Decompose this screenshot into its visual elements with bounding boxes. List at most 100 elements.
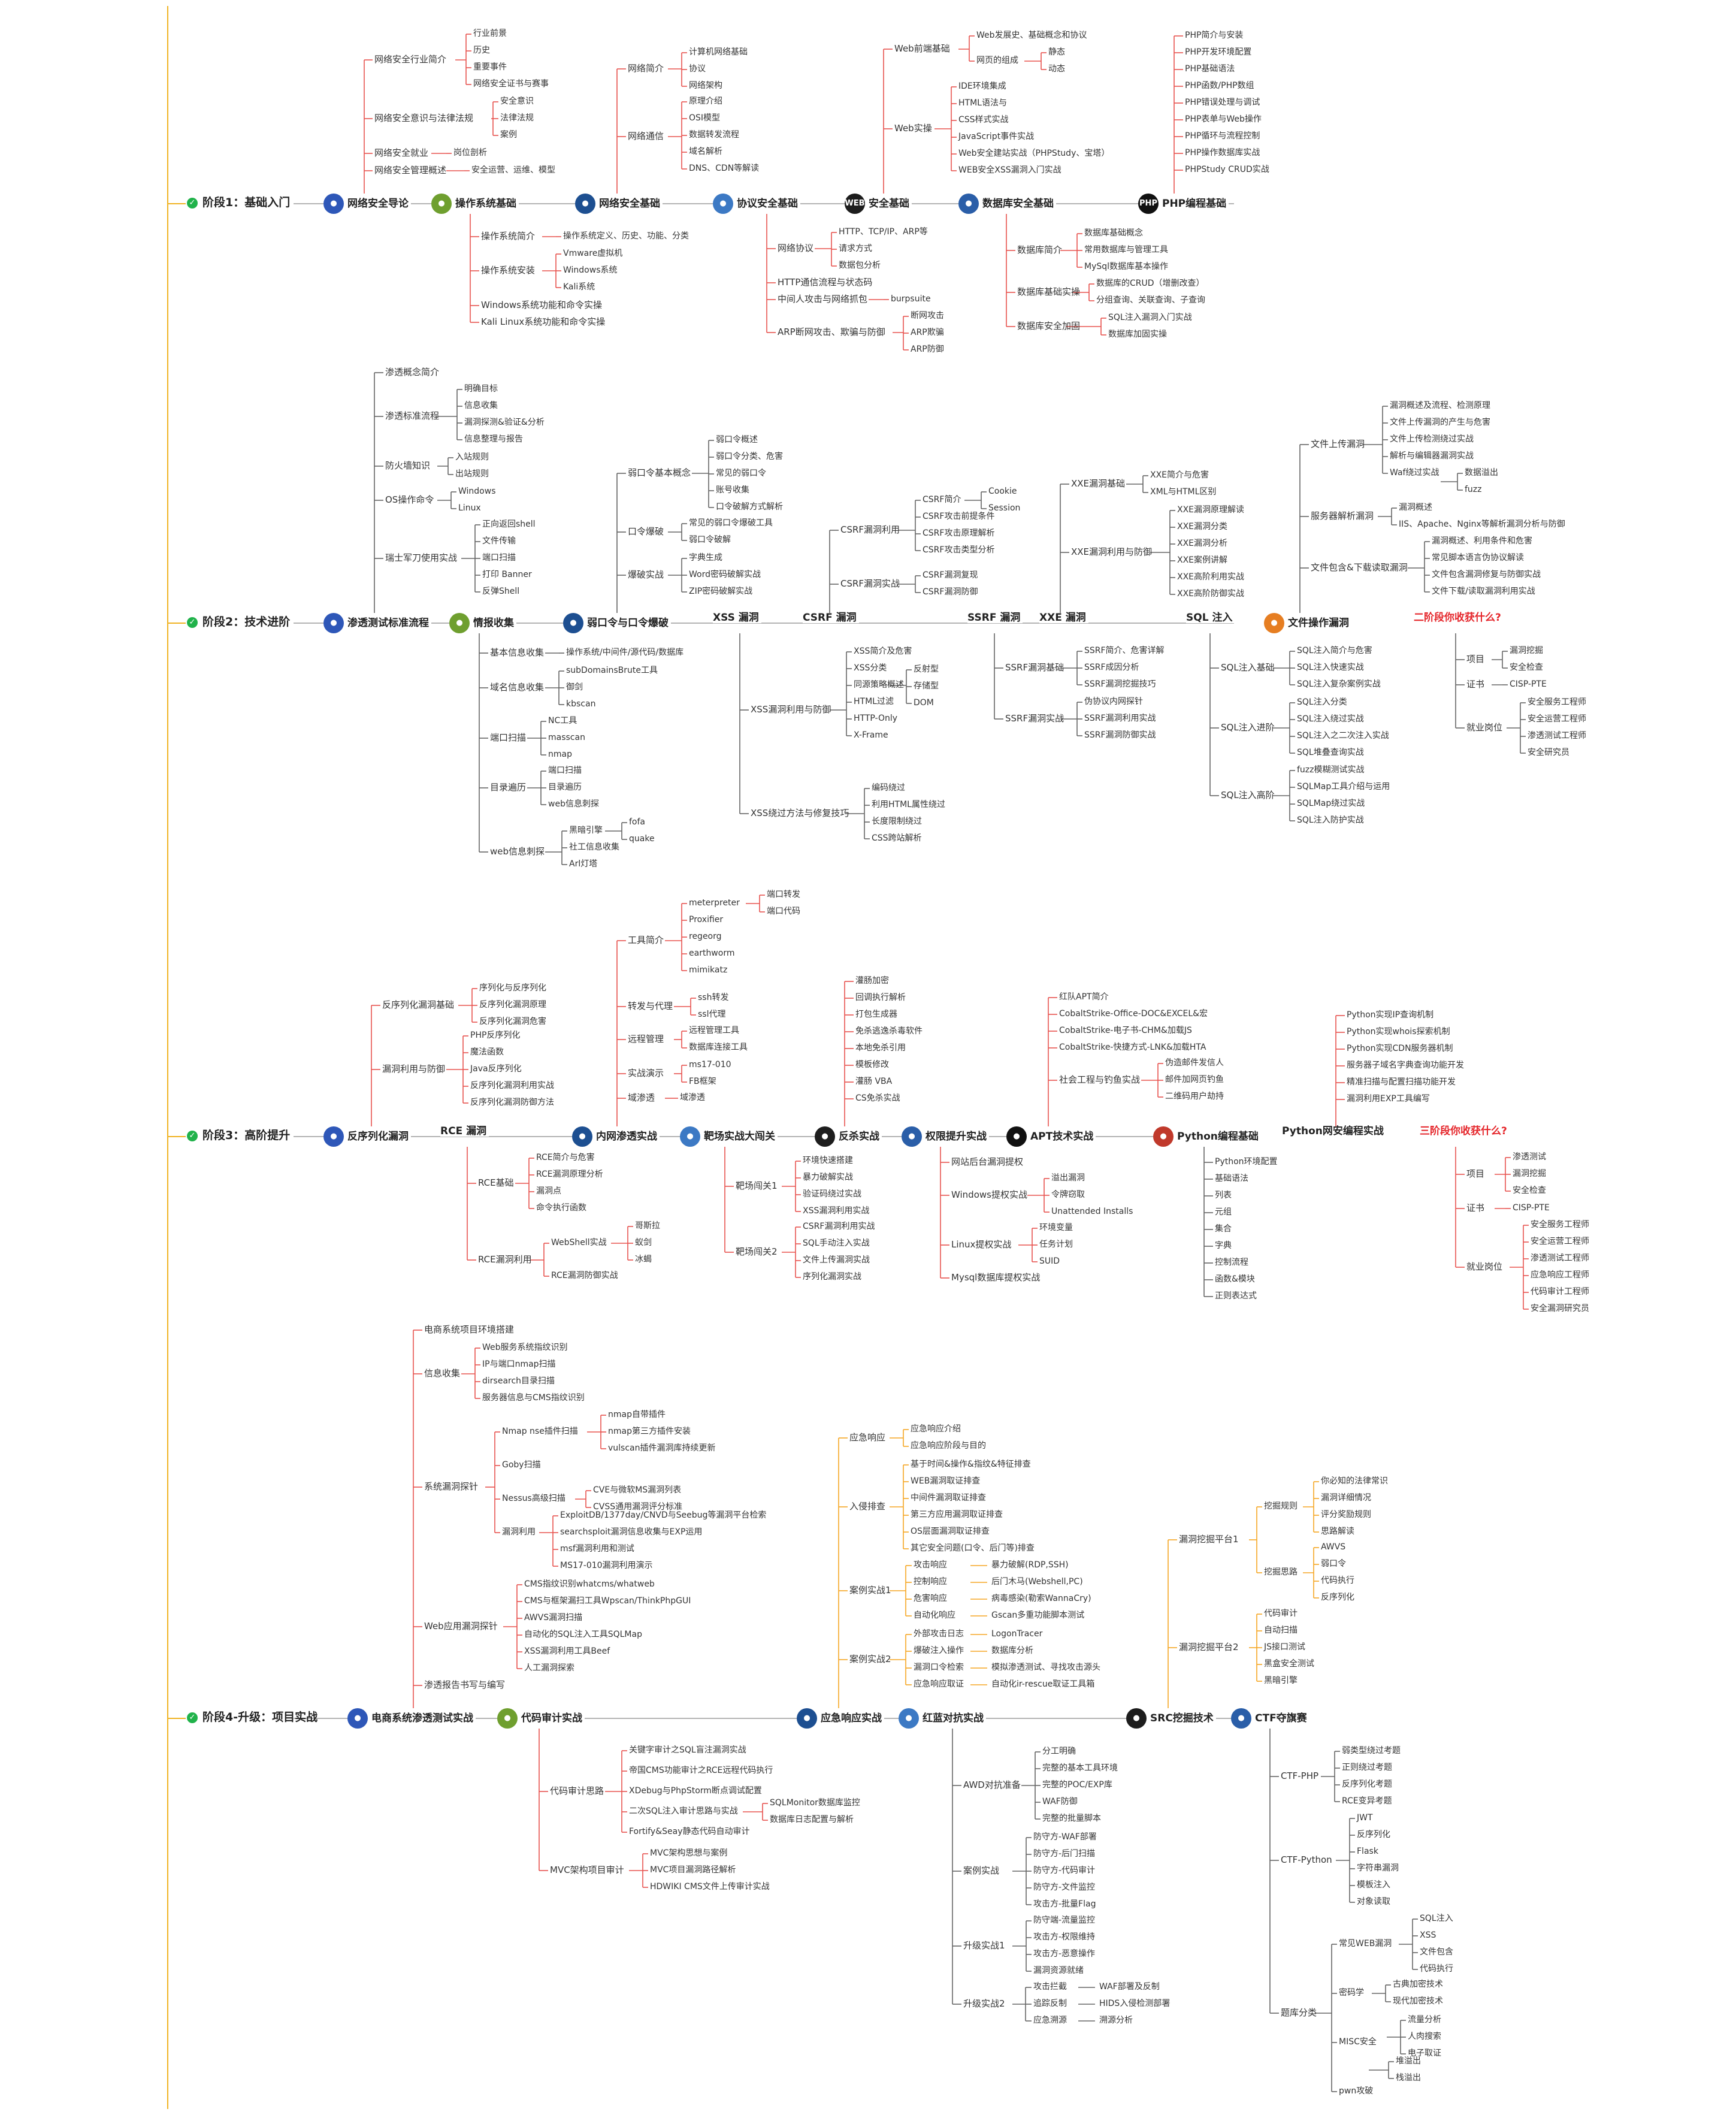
mind-map-node[interactable]: PHP函数/PHP数组 <box>1185 81 1254 90</box>
mind-map-node[interactable]: Word密码破解实战 <box>689 570 761 579</box>
mind-map-node[interactable]: 精准扫描与配置扫描功能开发 <box>1347 1077 1456 1087</box>
topic-ctf[interactable]: ●CTF夺旗赛 <box>1231 1708 1309 1729</box>
mind-map-node[interactable]: 黑暗引擎 <box>569 826 603 835</box>
topic-incident[interactable]: ●应急响应实战 <box>797 1708 884 1729</box>
mind-map-node[interactable]: 基于时间&操作&指纹&特征排查 <box>911 1460 1031 1469</box>
mind-map-node[interactable]: 正则表达式 <box>1215 1291 1257 1301</box>
mind-map-node[interactable]: 防守方-后门扫描 <box>1033 1849 1096 1859</box>
mind-map-node[interactable]: SQL注入简介与危害 <box>1297 646 1372 655</box>
mind-map-node[interactable]: 评分奖励规则 <box>1321 1510 1371 1519</box>
mind-map-node[interactable]: 模板修改 <box>855 1060 889 1069</box>
mind-map-node[interactable]: 数据库简介 <box>1017 244 1063 255</box>
mind-map-node[interactable]: XXE简介与危害 <box>1150 470 1209 480</box>
topic-apt[interactable]: ●APT技术实战 <box>1006 1126 1096 1147</box>
mind-map-node[interactable]: 代码执行 <box>1420 1964 1453 1974</box>
mind-map-node[interactable]: 利用HTML属性绕过 <box>872 800 945 809</box>
mind-map-node[interactable]: 防守方-代码审计 <box>1033 1866 1096 1875</box>
mind-map-node[interactable]: 网站后台漏洞提权 <box>951 1156 1024 1167</box>
mind-map-node[interactable]: 控制流程 <box>1215 1258 1248 1267</box>
mind-map-node[interactable]: 文件传输 <box>482 536 516 546</box>
mind-map-node[interactable]: 远程管理 <box>628 1034 664 1044</box>
mind-map-node[interactable]: PHPStudy CRUD实战 <box>1185 165 1269 174</box>
mind-map-node[interactable]: Fortify&Seay静态代码自动审计 <box>629 1827 750 1836</box>
mind-map-node[interactable]: SQLMonitor数据库监控 <box>770 1798 860 1808</box>
mind-map-node[interactable]: 漏洞挖掘平台2 <box>1179 1642 1239 1652</box>
mind-map-node[interactable]: XXE漏洞利用与防御 <box>1071 546 1153 557</box>
mind-map-node[interactable]: 数据库基础概念 <box>1084 228 1143 238</box>
mind-map-node[interactable]: 你必知的法律常识 <box>1321 1476 1388 1486</box>
mind-map-node[interactable]: X-Frame <box>854 730 888 740</box>
mind-map-node[interactable]: 弱口令概述 <box>716 435 758 445</box>
mind-map-node[interactable]: OSI模型 <box>689 113 721 123</box>
mind-map-node[interactable]: Nessus高级扫描 <box>502 1494 565 1503</box>
mind-map-node[interactable]: 题库分类 <box>1281 2007 1317 2018</box>
mind-map-node[interactable]: MISC安全 <box>1339 2037 1377 2047</box>
mind-map-node[interactable]: RCE漏洞原理分析 <box>536 1170 603 1179</box>
mind-map-node[interactable]: HTML过滤 <box>854 697 894 706</box>
mind-map-node[interactable]: 任务计划 <box>1039 1240 1073 1249</box>
mind-map-node[interactable]: 病毒感染(勒索WannaCry) <box>991 1594 1091 1603</box>
mind-map-node[interactable]: SSRF漏洞防御实战 <box>1084 730 1156 740</box>
mind-map-node[interactable]: 端口扫描 <box>482 553 516 563</box>
mind-map-node[interactable]: 列表 <box>1215 1191 1232 1200</box>
mind-map-node[interactable]: DOM <box>914 698 934 708</box>
mind-map-node[interactable]: 对象读取 <box>1357 1897 1390 1907</box>
mind-map-node[interactable]: 蚁剑 <box>635 1238 652 1247</box>
mind-map-node[interactable]: 电子取证 <box>1408 2049 1441 2058</box>
mind-map-node[interactable]: SQL注入 <box>1420 1914 1453 1923</box>
mind-map-node[interactable]: SUID <box>1039 1256 1060 1266</box>
mind-map-node[interactable]: 反序列化考题 <box>1342 1779 1392 1789</box>
mind-map-node[interactable]: Web发展史、基础概念和协议 <box>976 31 1087 40</box>
mind-map-node[interactable]: ARP断网攻击、欺骗与防御 <box>778 327 885 337</box>
mind-map-node[interactable]: XSS漏洞利用实战 <box>803 1206 870 1216</box>
mind-map-node[interactable]: HDWIKI CMS文件上传审计实战 <box>650 1882 770 1892</box>
mind-map-node[interactable]: kbscan <box>566 699 596 709</box>
mind-map-node[interactable]: DNS、CDN等解读 <box>689 164 760 173</box>
mind-map-node[interactable]: XXE漏洞分析 <box>1177 539 1228 548</box>
mind-map-node[interactable]: Web安全建站实战（PHPStudy、宝塔） <box>958 149 1110 158</box>
mind-map-node[interactable]: 中间人攻击与网络抓包 <box>778 294 868 304</box>
topic-intranet[interactable]: ●内网渗透实战 <box>572 1126 660 1147</box>
mind-map-node[interactable]: XSS漏洞利用与防御 <box>751 704 831 715</box>
mind-map-node[interactable]: JavaScript事件实战 <box>958 132 1035 141</box>
mind-map-node[interactable]: SQL注入基础 <box>1221 662 1275 673</box>
mind-map-node[interactable]: 口令破解方式解析 <box>716 502 783 512</box>
mind-map-node[interactable]: 反序列化漏洞危害 <box>479 1017 546 1026</box>
mind-map-node[interactable]: 验证码绕过实战 <box>803 1189 861 1199</box>
mind-map-node[interactable]: 应急响应 <box>849 1432 886 1443</box>
mind-map-node[interactable]: 计算机网络基础 <box>689 47 748 57</box>
mind-map-node[interactable]: AWD对抗准备 <box>963 1779 1021 1790</box>
mind-map-node[interactable]: 漏洞详细情况 <box>1321 1493 1371 1503</box>
mind-map-node[interactable]: WAF防御 <box>1042 1797 1078 1806</box>
mind-map-node[interactable]: 靶场闯关1 <box>736 1180 778 1191</box>
topic-pybase[interactable]: ●Python编程基础 <box>1153 1126 1261 1147</box>
mind-map-node[interactable]: 安全漏洞研究员 <box>1531 1304 1589 1313</box>
mind-map-node[interactable]: 追踪反制 <box>1033 1999 1067 2008</box>
mind-map-node[interactable]: 常见的弱口令爆破工具 <box>689 518 773 528</box>
mind-map-node[interactable]: 域渗透 <box>680 1093 705 1102</box>
mind-map-node[interactable]: WebShell实战 <box>551 1238 607 1247</box>
mind-map-node[interactable]: 御剑 <box>566 682 583 692</box>
mind-map-node[interactable]: 行业前景 <box>473 29 507 38</box>
mind-map-node[interactable]: 安全运营工程师 <box>1528 714 1586 724</box>
mind-map-node[interactable]: 文件包含 <box>1420 1947 1453 1957</box>
mind-map-node[interactable]: 弱口令分类、危害 <box>716 452 783 461</box>
mind-map-node[interactable]: 人工漏洞探索 <box>524 1663 574 1673</box>
topic-pentest-flow[interactable]: ●渗透测试标准流程 <box>323 613 431 633</box>
mind-map-node[interactable]: 人肉搜索 <box>1408 2032 1441 2041</box>
topic-ssrf[interactable]: ●SSRF 漏洞 <box>967 613 1023 623</box>
topic-sqli[interactable]: ●SQL 注入 <box>1186 613 1235 623</box>
topic-rce[interactable]: ●RCE 漏洞 <box>440 1126 489 1137</box>
mind-map-node[interactable]: 项目 <box>1466 654 1485 664</box>
mind-map-node[interactable]: 代码审计 <box>1264 1609 1298 1618</box>
mind-map-node[interactable]: CISP-PTE <box>1513 1203 1550 1213</box>
mind-map-node[interactable]: 二维码用户劫持 <box>1165 1092 1224 1101</box>
mind-map-node[interactable]: 黑盒安全测试 <box>1264 1659 1314 1669</box>
mind-map-node[interactable]: Cookie <box>988 487 1017 496</box>
mind-map-node[interactable]: 中间件漏洞取证排查 <box>911 1493 986 1503</box>
mind-map-node[interactable]: 证书 <box>1466 679 1485 690</box>
mind-map-node[interactable]: 数据库连接工具 <box>689 1043 748 1052</box>
mind-map-node[interactable]: nmap自带插件 <box>608 1410 666 1419</box>
mind-map-node[interactable]: 网络安全意识与法律法规 <box>374 113 474 123</box>
mind-map-node[interactable]: 漏洞挖掘 <box>1513 1169 1546 1179</box>
